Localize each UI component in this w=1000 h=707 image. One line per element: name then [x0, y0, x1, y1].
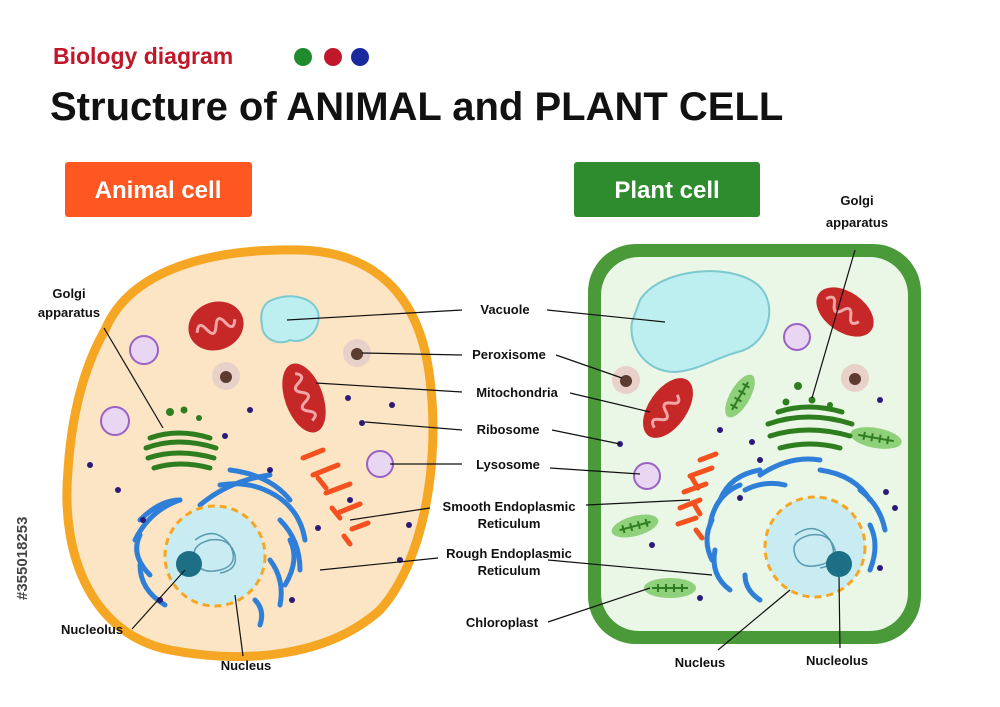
animal-peroxisome-2-core [220, 371, 232, 383]
label-golgi-left: Golgi [52, 286, 85, 301]
label-rough-er: Rough Endoplasmic [446, 546, 572, 561]
animal-golgi-apparatus [143, 406, 219, 471]
label-ribosome: Ribosome [477, 422, 540, 437]
diagram-title: Structure of ANIMAL and PLANT CELL [50, 85, 783, 129]
label-smooth-er: Smooth Endoplasmic [443, 499, 576, 514]
label-vacuole: Vacuole [480, 302, 529, 317]
label-lysosome: Lysosome [476, 457, 540, 472]
animal-rough-er [132, 467, 308, 628]
plant-golgi-apparatus [765, 382, 855, 451]
label-chloroplast: Chloroplast [466, 615, 539, 630]
plant-chromatin [793, 527, 837, 569]
plant-lysosome-1 [783, 323, 811, 351]
animal-lysosome-1 [129, 335, 159, 365]
plant-chloroplast-3 [611, 514, 659, 538]
plant-chloroplast-4 [644, 578, 696, 598]
labels: Golgi apparatus Golgi apparatus Vacuole … [38, 193, 888, 673]
red-dot-icon [324, 48, 342, 66]
label-nucleus-left: Nucleus [221, 658, 272, 673]
animal-cell [62, 245, 438, 661]
animal-mitochondrion-1 [188, 301, 244, 351]
plant-vacuole [630, 270, 771, 374]
animal-peroxisome-1-core [351, 348, 363, 360]
plant-cell [588, 244, 921, 644]
label-mitochondria: Mitochondria [476, 385, 558, 400]
label-nucleolus-right: Nucleolus [806, 653, 868, 668]
label-golgi-right-2: apparatus [826, 215, 888, 230]
label-golgi-left-2: apparatus [38, 305, 100, 320]
plant-cell-pill [574, 162, 760, 217]
green-dot-icon [294, 48, 312, 66]
diagram-kicker: Biology diagram [53, 43, 233, 69]
animal-cell-title: Animal cell [95, 177, 222, 204]
plant-nucleus [763, 495, 867, 599]
label-smooth-er-2: Reticulum [478, 516, 541, 531]
leader-lines [103, 249, 856, 657]
plant-mitochondrion-2 [643, 378, 693, 438]
plant-nucleolus [826, 551, 852, 577]
label-nucleolus-left: Nucleolus [61, 622, 123, 637]
animal-lysosome-3 [366, 450, 394, 478]
plant-cell-title: Plant cell [614, 177, 719, 204]
animal-smooth-er [300, 447, 371, 547]
blue-dot-icon [351, 48, 369, 66]
label-golgi-right: Golgi [840, 193, 873, 208]
plant-lysosome-2 [633, 462, 661, 490]
animal-nucleolus [176, 551, 202, 577]
plant-chloroplast-2 [850, 427, 902, 449]
plant-rough-er [704, 456, 888, 603]
plant-chloroplast-1 [725, 374, 755, 418]
plant-peroxisome-2-core [849, 373, 861, 385]
label-nucleus-right: Nucleus [675, 655, 726, 670]
plant-smooth-er [675, 451, 719, 541]
stock-id-watermark: #355018253 [14, 517, 31, 600]
animal-cell-pill [65, 162, 252, 217]
animal-mitochondrion-2 [282, 363, 326, 433]
animal-nucleus [163, 504, 267, 608]
label-rough-er-2: Reticulum [478, 563, 541, 578]
label-peroxisome: Peroxisome [472, 347, 546, 362]
plant-peroxisome-1-core [620, 375, 632, 387]
plant-mitochondrion-1 [816, 287, 874, 337]
animal-lysosome-2 [100, 406, 130, 436]
